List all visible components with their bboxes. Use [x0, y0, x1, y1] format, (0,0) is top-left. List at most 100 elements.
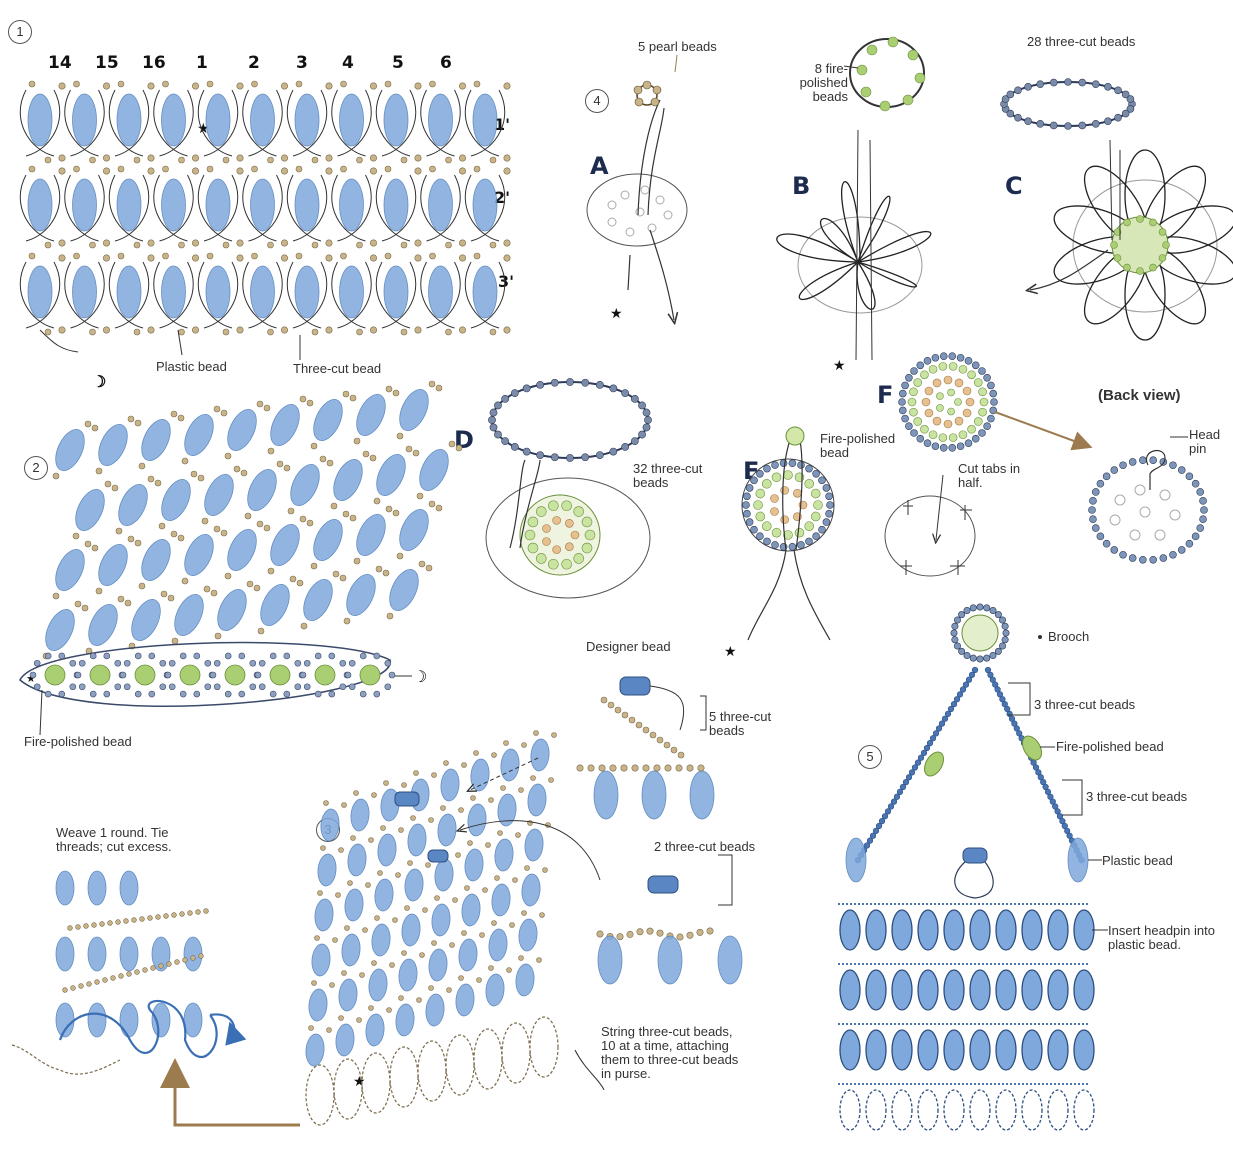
three-cut-bead	[1150, 556, 1157, 563]
three-cut-bead	[1115, 114, 1122, 121]
plastic-bead	[866, 1090, 886, 1130]
three-cut-bead	[148, 916, 153, 921]
three-cut-bead	[565, 519, 573, 527]
three-cut-bead	[977, 656, 983, 662]
three-cut-bead	[115, 684, 121, 690]
plastic-bead	[314, 898, 335, 931]
three-cut-bead	[1115, 87, 1122, 94]
plastic-bead	[371, 923, 392, 956]
three-cut-bead	[1129, 458, 1136, 465]
three-cut-bead	[385, 253, 391, 259]
three-cut-bead	[502, 395, 509, 402]
three-cut-bead	[103, 83, 109, 89]
three-cut-bead	[135, 540, 141, 546]
three-cut-bead	[148, 83, 154, 89]
three-cut-bead	[959, 431, 967, 439]
three-cut-bead	[414, 771, 419, 776]
three-cut-bead	[151, 966, 156, 971]
plastic-bead	[1022, 970, 1042, 1010]
plastic-bead	[374, 878, 395, 911]
three-cut-bead	[958, 648, 964, 654]
plastic-bead	[73, 94, 97, 146]
three-cut-bead	[899, 390, 906, 397]
three-cut-bead	[643, 409, 650, 416]
plastic-bead	[251, 266, 275, 318]
three-cut-bead	[1002, 623, 1008, 629]
three-cut-bead	[577, 765, 583, 771]
three-cut-bead	[155, 480, 161, 486]
bead-outline	[1155, 530, 1165, 540]
plastic-bead	[944, 1090, 964, 1130]
three-cut-bead	[389, 672, 395, 678]
plastic-bead	[437, 813, 458, 846]
three-cut-bead	[697, 929, 703, 935]
three-cut-bead	[818, 526, 825, 533]
three-cut-bead	[911, 368, 918, 375]
plastic-bead	[918, 1090, 938, 1130]
three-cut-bead	[944, 420, 952, 428]
three-cut-bead	[372, 961, 377, 966]
three-cut-bead	[257, 521, 263, 527]
plastic-bead	[494, 838, 515, 871]
three-cut-bead	[1111, 546, 1118, 553]
three-cut-bead	[1079, 122, 1086, 129]
three-cut-bead	[811, 512, 820, 521]
three-cut-bead	[315, 691, 321, 697]
plastic-bead	[521, 873, 542, 906]
three-cut-bead	[502, 438, 509, 445]
three-cut-bead	[965, 440, 972, 447]
three-cut-bead	[79, 984, 84, 989]
plastic-bead	[265, 520, 305, 570]
three-cut-bead	[204, 909, 209, 914]
plastic-bead	[996, 910, 1016, 950]
bracket	[718, 855, 732, 905]
three-cut-bead	[30, 672, 36, 678]
three-cut-bead	[270, 653, 276, 659]
three-cut-bead	[1127, 96, 1134, 103]
three-cut-bead	[1092, 488, 1099, 495]
three-cut-bead	[504, 327, 510, 333]
three-cut-bead	[90, 242, 96, 248]
three-cut-bead	[376, 566, 382, 572]
three-cut-bead	[370, 255, 376, 261]
three-cut-bead	[536, 507, 546, 517]
three-cut-bead	[972, 435, 979, 442]
three-cut-bead	[905, 374, 912, 381]
three-cut-bead	[366, 883, 371, 888]
bracket	[700, 696, 706, 730]
three-cut-bead	[939, 362, 947, 370]
three-cut-bead	[948, 408, 955, 415]
three-cut-bead	[125, 600, 131, 606]
three-cut-bead	[327, 460, 333, 466]
three-cut-bead	[507, 968, 512, 973]
plastic-bead	[428, 948, 449, 981]
three-cut-bead	[340, 684, 346, 690]
three-cut-bead	[96, 588, 102, 594]
three-cut-bead	[34, 660, 40, 666]
plastic-bead	[642, 771, 666, 819]
three-cut-bead	[1104, 83, 1111, 90]
three-cut-bead	[312, 157, 318, 163]
three-cut-bead	[159, 964, 164, 969]
three-cut-bead	[905, 423, 912, 430]
three-cut-bead	[1103, 473, 1110, 480]
three-cut-bead	[932, 443, 939, 450]
three-cut-bead	[940, 353, 947, 360]
three-cut-bead	[818, 477, 825, 484]
three-cut-bead	[312, 329, 318, 335]
three-cut-bead	[1097, 480, 1104, 487]
three-cut-bead	[789, 460, 796, 467]
three-cut-bead	[375, 916, 380, 921]
three-cut-bead	[914, 379, 922, 387]
three-cut-bead	[957, 354, 964, 361]
three-cut-bead	[1092, 81, 1099, 88]
three-cut-bead	[917, 362, 924, 369]
three-cut-bead	[221, 530, 227, 536]
plastic-bead	[120, 871, 138, 905]
three-cut-bead	[1159, 229, 1166, 236]
three-cut-bead	[345, 926, 350, 931]
three-cut-bead	[450, 943, 455, 948]
three-cut-bead	[79, 684, 85, 690]
three-cut-bead	[415, 155, 421, 161]
three-cut-bead	[446, 242, 452, 248]
